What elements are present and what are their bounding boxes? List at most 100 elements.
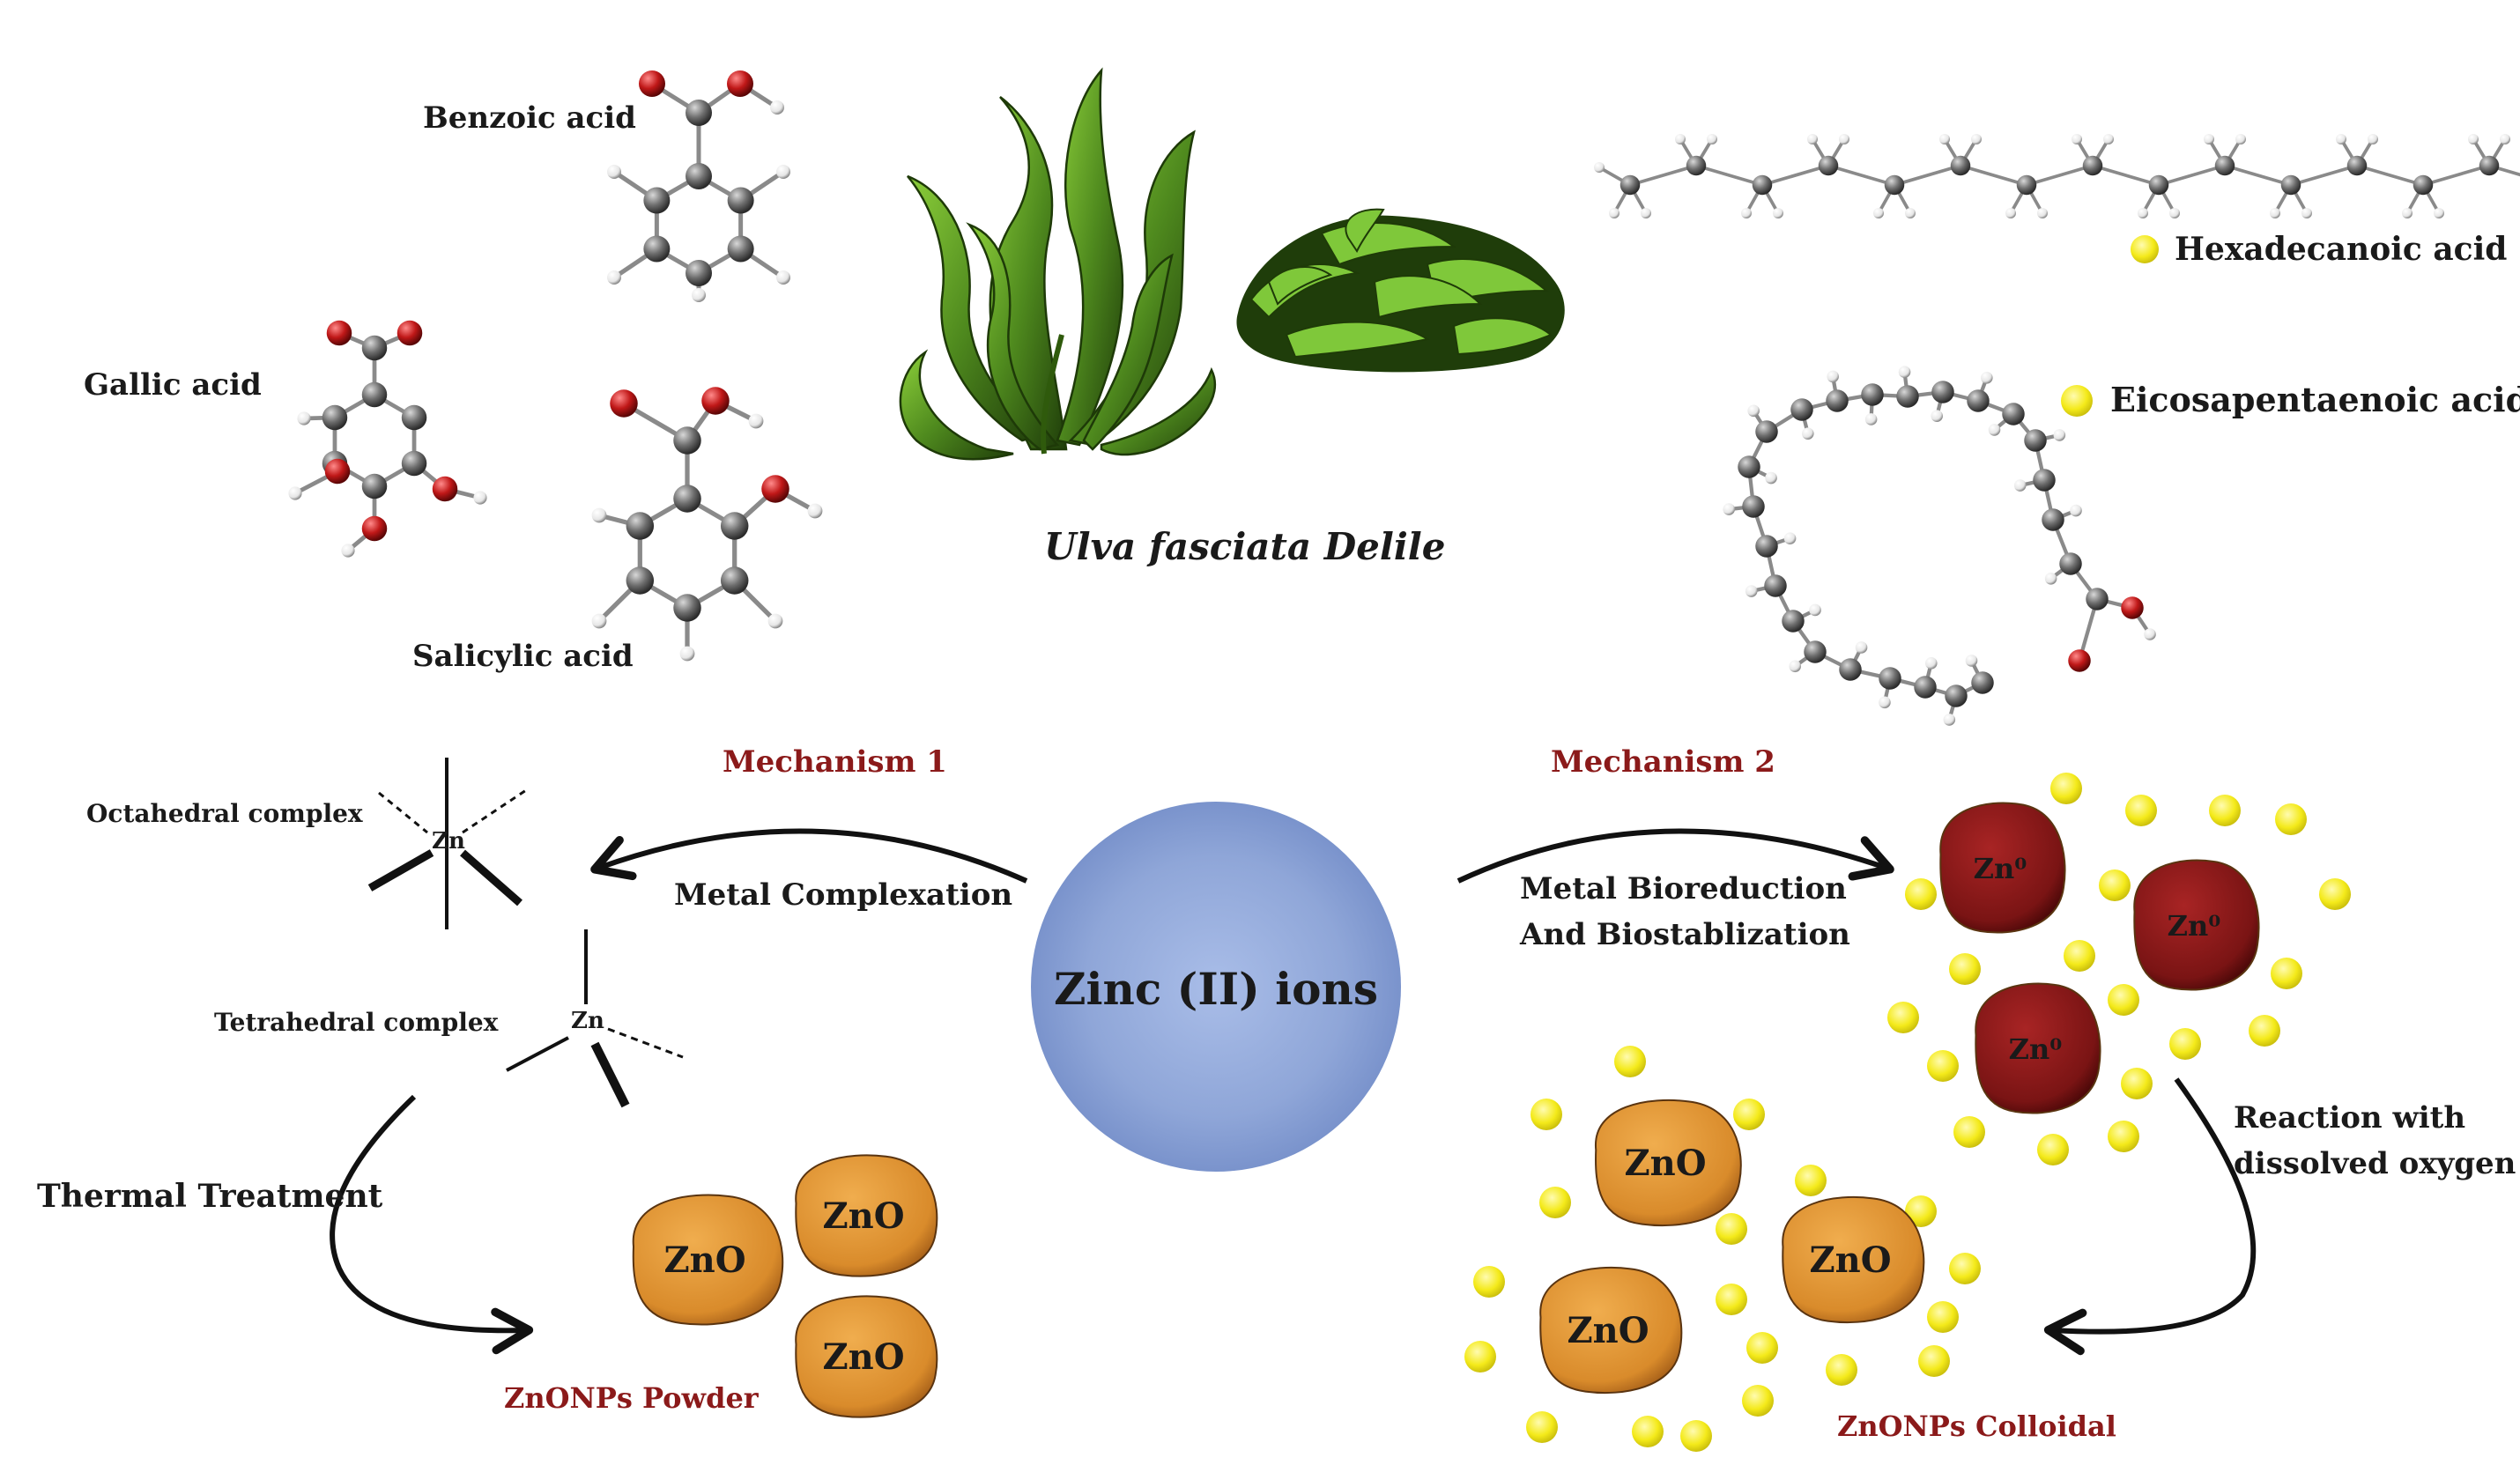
capping-molecule-dot bbox=[2099, 869, 2131, 901]
zn0-particle bbox=[1975, 982, 2101, 1114]
hydrogen-atom bbox=[1988, 424, 2001, 436]
hydrogen-atom bbox=[2144, 628, 2156, 640]
carbon-atom bbox=[643, 187, 671, 214]
seaweed-blade bbox=[899, 349, 1014, 461]
hydrogen-atom bbox=[2169, 208, 2180, 218]
hydrogen-atom bbox=[776, 165, 790, 179]
hydrogen-atom bbox=[607, 270, 621, 285]
carbon-atom bbox=[2214, 155, 2235, 176]
hydrogen-atom bbox=[1924, 657, 1938, 670]
zno-powder-particle bbox=[795, 1295, 938, 1418]
hydrogen-atom bbox=[1965, 655, 1978, 667]
carbon-atom bbox=[1861, 383, 1884, 406]
carbon-atom bbox=[2479, 155, 2500, 176]
capping-molecule-dot bbox=[1746, 1332, 1778, 1364]
capping-molecule-dot bbox=[1531, 1099, 1562, 1130]
carbon-atom bbox=[1752, 174, 1773, 196]
seaweed-blade bbox=[1100, 366, 1217, 456]
carbon-atom bbox=[626, 512, 655, 540]
capping-molecule-dot bbox=[2271, 958, 2302, 989]
oxygen-atom bbox=[361, 515, 388, 542]
capping-molecule-dot bbox=[1826, 1354, 1857, 1386]
carbon-atom bbox=[1950, 155, 1971, 176]
carbon-atom bbox=[1764, 574, 1787, 597]
znonps-powder-label: ZnONPs Powder bbox=[504, 1381, 760, 1415]
hydrogen-atom bbox=[1783, 532, 1797, 544]
capping-molecule-dot bbox=[2275, 803, 2307, 835]
capping-molecule-dot bbox=[1887, 1002, 1919, 1033]
zn0-particle bbox=[1939, 802, 2066, 934]
hydrogen-atom bbox=[1807, 134, 1818, 144]
capping-molecule-dot bbox=[1742, 1385, 1774, 1417]
carbon-atom bbox=[2033, 469, 2056, 492]
capping-molecule-dot bbox=[1953, 1116, 1985, 1148]
zn0-particle-label: Zn⁰ bbox=[1974, 852, 2027, 885]
hydrogen-atom bbox=[770, 100, 784, 115]
hydrogen-atom bbox=[2103, 134, 2114, 144]
capping-molecule-dot bbox=[1905, 1195, 1937, 1227]
hydrogen-atom bbox=[591, 613, 607, 629]
hydrogen-atom bbox=[2138, 208, 2148, 218]
hydrogen-atom bbox=[2053, 429, 2066, 441]
oxidation-arrow bbox=[2043, 1077, 2257, 1356]
bond bbox=[1695, 164, 1763, 187]
zno-colloid-particle bbox=[1595, 1099, 1742, 1227]
hydrogen-atom bbox=[1873, 208, 1884, 218]
carbon-atom bbox=[1967, 389, 1990, 412]
carbon-atom bbox=[1971, 671, 1994, 694]
bond bbox=[2422, 164, 2490, 187]
hydrogen-atom bbox=[607, 165, 621, 179]
bond bbox=[2290, 164, 2358, 187]
carbon-atom bbox=[2346, 155, 2368, 176]
hydrogen-atom bbox=[2468, 134, 2479, 144]
ulva-branching-thallus bbox=[899, 67, 1217, 461]
eicosapentaenoic-acid-molecule bbox=[1723, 366, 2156, 726]
bond bbox=[2488, 164, 2520, 177]
hydrogen-atom bbox=[2072, 134, 2082, 144]
carbon-atom bbox=[2002, 403, 2025, 425]
benzoic-acid-label: Benzoic acid bbox=[423, 100, 636, 136]
hydrogen-atom bbox=[776, 270, 790, 285]
hydrogen-atom bbox=[1789, 660, 1802, 673]
hydrogen-atom bbox=[288, 486, 302, 500]
hydrogen-atom bbox=[2434, 208, 2444, 218]
thermal-treatment-label: Thermal Treatment bbox=[37, 1178, 383, 1215]
bioreduction-label-line1: Metal Bioreduction bbox=[1520, 871, 1847, 906]
carbon-atom bbox=[361, 335, 388, 361]
carbon-atom bbox=[401, 404, 427, 431]
capping-molecule-dot bbox=[1927, 1301, 1959, 1333]
benzoic-acid-molecule bbox=[607, 70, 790, 302]
gallic-acid-molecule bbox=[288, 320, 487, 558]
zinc-ions-label: Zinc (II) ions bbox=[1054, 963, 1378, 1015]
hydrogen-atom bbox=[1773, 208, 1783, 218]
bond bbox=[1960, 164, 2027, 187]
hydrogen-atom bbox=[1809, 603, 1821, 617]
hydrogen-atom bbox=[2336, 134, 2346, 144]
capping-molecule-dot bbox=[2050, 773, 2082, 804]
capping-molecule-dot bbox=[1905, 878, 1937, 910]
hydrogen-atom bbox=[1641, 208, 1651, 218]
seaweed-blade bbox=[966, 222, 1060, 451]
capping-molecule-dot bbox=[1680, 1420, 1712, 1452]
reaction-label-line1: Reaction with bbox=[2234, 1100, 2465, 1136]
heap-fragment bbox=[1452, 317, 1553, 356]
oxygen-atom bbox=[326, 320, 352, 346]
capping-molecule-dot bbox=[1716, 1284, 1747, 1315]
seaweed-illustration bbox=[899, 67, 1565, 461]
tetrahedral-complex-label: Tetrahedral complex bbox=[214, 1008, 499, 1037]
zno-colloid-particle-label: ZnO bbox=[1624, 1143, 1706, 1184]
eicosapentaenoic-legend-dot bbox=[2061, 385, 2093, 417]
carbon-atom bbox=[626, 566, 655, 595]
hydrogen-atom bbox=[1839, 134, 1849, 144]
hydrogen-atom bbox=[1981, 371, 1993, 384]
carbon-atom bbox=[2280, 174, 2301, 196]
capping-molecule-dot bbox=[1949, 1253, 1981, 1284]
carbon-atom bbox=[322, 404, 348, 431]
carbon-atom bbox=[1619, 174, 1641, 196]
carbon-atom bbox=[1879, 667, 1901, 690]
gallic-acid-label: Gallic acid bbox=[84, 367, 262, 403]
hydrogen-atom bbox=[1723, 503, 1735, 515]
carbon-atom bbox=[1931, 381, 1954, 403]
